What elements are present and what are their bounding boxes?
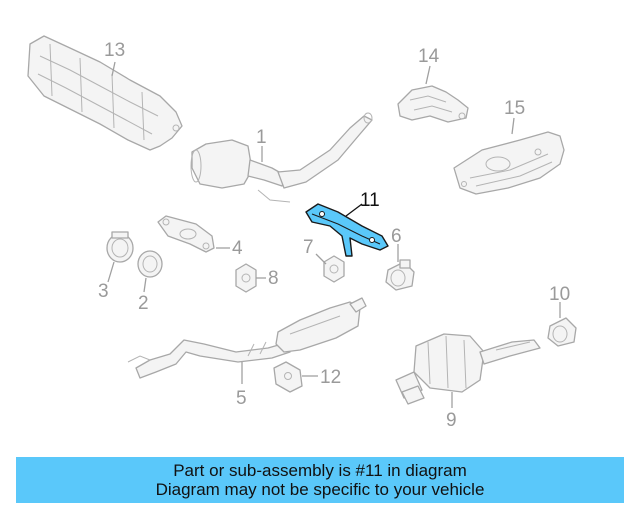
leader-3 <box>107 261 115 283</box>
part-2-gasket-ring[interactable] <box>137 250 163 278</box>
callout-11: 11 <box>360 190 380 211</box>
callout-7: 7 <box>303 237 314 258</box>
callout-2: 2 <box>138 293 149 314</box>
part-13-heat-shield[interactable] <box>27 35 183 151</box>
callout-4: 4 <box>232 238 243 259</box>
callout-1: 1 <box>256 127 267 148</box>
part-3-clamp[interactable] <box>106 231 134 263</box>
banner-line-2: Diagram may not be specific to your vehi… <box>155 480 485 499</box>
part-9-rear-muffler[interactable] <box>395 333 541 405</box>
banner-line-1: Part or sub-assembly is #11 in diagram <box>173 461 467 480</box>
part-7-mount[interactable] <box>323 255 345 283</box>
callout-9: 9 <box>446 410 457 431</box>
callout-13: 13 <box>104 40 125 61</box>
callout-6: 6 <box>391 226 402 247</box>
part-12-hanger[interactable] <box>273 361 303 393</box>
part-8-mount[interactable] <box>235 263 257 293</box>
callout-3: 3 <box>98 281 109 302</box>
callout-15: 15 <box>504 98 525 119</box>
part-6-clamp[interactable] <box>385 259 415 291</box>
callout-10: 10 <box>549 284 570 305</box>
leader-13 <box>111 61 116 77</box>
leader-2 <box>143 277 147 293</box>
part-15-heat-shield[interactable] <box>453 131 565 195</box>
callout-12: 12 <box>320 367 341 388</box>
leader-7 <box>315 253 327 265</box>
part-info-banner: Part or sub-assembly is #11 in diagram D… <box>16 457 624 503</box>
part-1-catalytic-converter[interactable] <box>190 112 373 203</box>
leader-11 <box>345 203 363 217</box>
callout-14: 14 <box>418 46 440 67</box>
part-5-intermediate-pipe[interactable] <box>127 297 367 379</box>
part-11-bracket[interactable] <box>305 203 389 257</box>
leader-15 <box>511 117 515 135</box>
part-4-gasket[interactable] <box>157 215 215 253</box>
part-14-heat-shield[interactable] <box>397 85 469 123</box>
exhaust-parts-diagram: 13 1 14 15 11 4 7 6 8 3 2 10 12 5 9 <box>27 35 577 431</box>
part-10-clamp[interactable] <box>547 317 577 347</box>
leader-14 <box>425 65 431 85</box>
callout-8: 8 <box>268 268 279 289</box>
callout-5: 5 <box>236 388 247 409</box>
